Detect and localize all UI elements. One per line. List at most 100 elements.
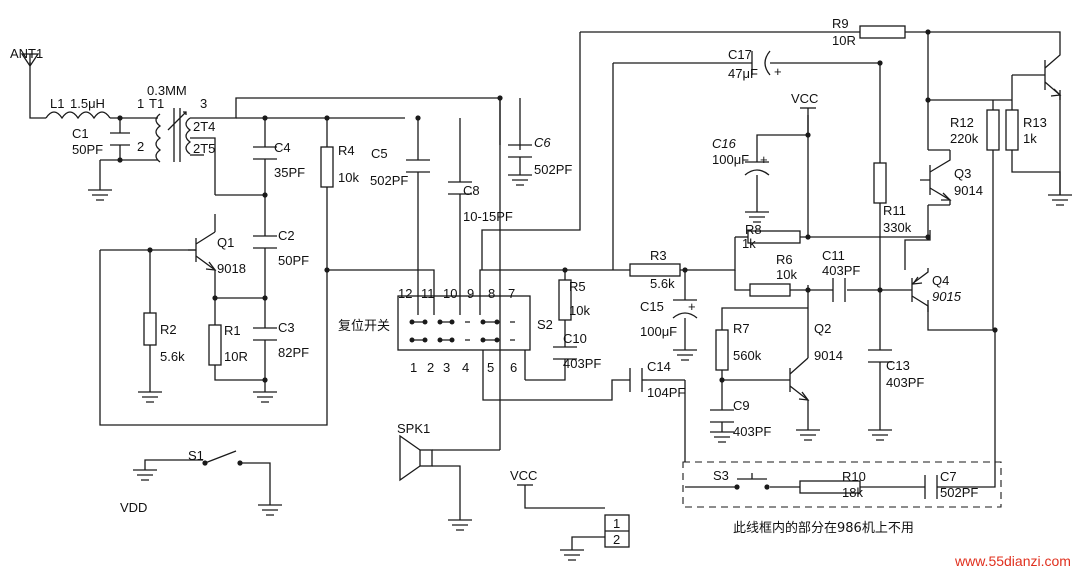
label-c2: C2: [278, 228, 295, 243]
label-r8: R8: [745, 222, 762, 237]
label-r8-value: 1k: [742, 236, 756, 251]
switch-s1: [133, 450, 243, 481]
s2-pin-numbers-bottom: 1 2 3 4 5 6: [410, 360, 517, 375]
resistor-r5: [558, 279, 572, 321]
label-r6-value: 10k: [776, 267, 797, 282]
label-r7: R7: [733, 321, 750, 336]
pin-9: 9: [467, 286, 474, 301]
pin-6: 6: [510, 360, 517, 375]
label-r2: R2: [160, 322, 177, 337]
label-wire: 0.3MM: [147, 83, 187, 98]
text-labels: ANT1 L1 1.5μH 0.3MM 1 T1 3 2T4 2T5 2 C1 …: [10, 16, 1071, 569]
capacitor-c14: [629, 368, 647, 392]
label-ant1: ANT1: [10, 46, 43, 61]
label-c16: C16: [712, 136, 737, 151]
label-s3: S3: [713, 468, 729, 483]
label-q3: Q3: [954, 166, 971, 181]
label-vcc-bottom: VCC: [510, 468, 537, 483]
pin-5: 5: [487, 360, 494, 375]
label-c5-value: 502PF: [370, 173, 408, 188]
label-r5: R5: [569, 279, 586, 294]
label-c10: C10: [563, 331, 587, 346]
watermark-text: www.55dianzi.com: [954, 553, 1071, 569]
capacitor-c8: [448, 181, 472, 195]
label-q2-value: 9014: [814, 348, 843, 363]
resistor-r12: [986, 109, 1000, 151]
label-c11-value: 403PF: [822, 263, 860, 278]
label-q1-value: 9018: [217, 261, 246, 276]
label-r9-value: 10R: [832, 33, 856, 48]
label-c17-value: 47μF: [728, 66, 758, 81]
label-r1: R1: [224, 323, 241, 338]
label-r4: R4: [338, 143, 355, 158]
label-c16-value: 100μF: [712, 152, 749, 167]
label-r11-value: 330k: [883, 220, 912, 235]
transistor-q1: [188, 231, 217, 278]
label-c6: C6: [534, 135, 551, 150]
connector-block: [560, 514, 630, 561]
antenna-ant1: [20, 53, 40, 68]
label-c2-value: 50PF: [278, 253, 309, 268]
label-reset-switch: 复位开关: [338, 319, 390, 334]
label-t1-pin1: 1: [137, 96, 144, 111]
label-c14-value: 104PF: [647, 385, 685, 400]
label-c4: C4: [274, 140, 291, 155]
pin-1: 1: [410, 360, 417, 375]
label-c4-value: 35PF: [274, 165, 305, 180]
label-r3-value: 5.6k: [650, 276, 675, 291]
label-vcc-top: VCC: [791, 91, 818, 106]
label-c17: C17: [728, 47, 752, 62]
transistor-output: [1044, 40, 1062, 100]
label-c1: C1: [72, 126, 89, 141]
capacitor-c5: [406, 159, 430, 173]
label-c6-value: 502PF: [534, 162, 572, 177]
inductor-l1: [45, 111, 111, 120]
label-r2-value: 5.6k: [160, 349, 185, 364]
label-s2: S2: [537, 317, 553, 332]
label-t1-2t5: 2T5: [193, 141, 215, 156]
label-r13: R13: [1023, 115, 1047, 130]
resistor-r1: [208, 324, 222, 366]
transistor-q3: [920, 149, 952, 206]
label-box-note: 此线框内的部分在986机上不用: [733, 520, 914, 536]
capacitor-c2: [253, 235, 277, 249]
resistor-r9: [859, 25, 906, 39]
label-c13: C13: [886, 358, 910, 373]
capacitor-c1: [110, 132, 130, 146]
label-c8-value: 10-15PF: [463, 209, 513, 224]
transistor-q2: [789, 357, 810, 401]
label-c3: C3: [278, 320, 295, 335]
label-conn-pin1: 1: [613, 516, 620, 531]
label-q2: Q2: [814, 321, 831, 336]
label-q4-value: 9015: [932, 289, 962, 304]
pin-2: 2: [427, 360, 434, 375]
resistor-r8: [747, 230, 801, 244]
wires: [29, 31, 1061, 550]
pin-3: 3: [443, 360, 450, 375]
resistor-r7: [715, 329, 729, 371]
pin-7: 7: [508, 286, 515, 301]
label-c10-value: 403PF: [563, 356, 601, 371]
label-l1: L1: [50, 96, 64, 111]
label-spk1: SPK1: [397, 421, 430, 436]
label-c14: C14: [647, 359, 671, 374]
label-r12-value: 220k: [950, 131, 979, 146]
label-t1-pin2: 2: [137, 139, 144, 154]
junction-dots: [117, 29, 998, 383]
label-c17-plus: +: [774, 64, 782, 79]
pin-8: 8: [488, 286, 495, 301]
capacitor-c6: [508, 144, 532, 186]
label-c11: C11: [822, 248, 845, 263]
label-r3: R3: [650, 248, 667, 263]
dashed-box: [682, 461, 1002, 508]
resistor-r4: [320, 146, 334, 188]
label-r13-value: 1k: [1023, 131, 1037, 146]
label-c1-value: 50PF: [72, 142, 103, 157]
label-c15-plus: +: [688, 299, 696, 314]
label-c15: C15: [640, 299, 664, 314]
label-c8: C8: [463, 183, 480, 198]
label-t1: T1: [149, 96, 164, 111]
capacitor-c3: [253, 327, 277, 341]
label-r5-value: 10k: [569, 303, 590, 318]
